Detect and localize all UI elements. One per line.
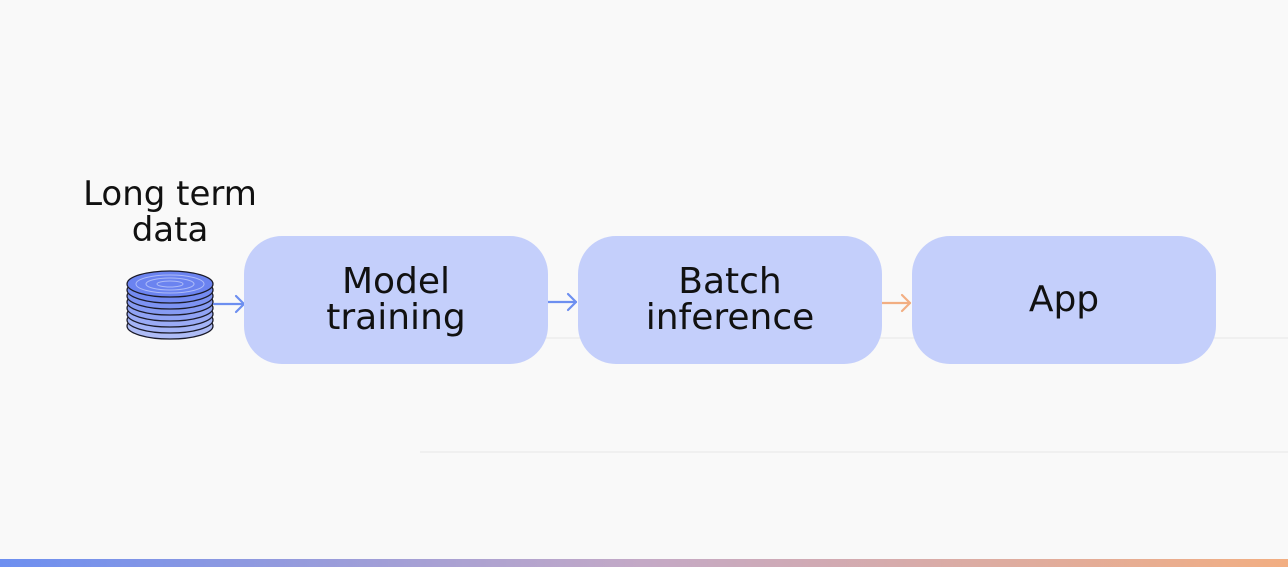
edge-arrow-batch-inference-to-app <box>880 293 912 313</box>
node-app[interactable]: App <box>912 236 1216 364</box>
edge-arrow-source-to-model-training <box>212 294 246 314</box>
node-label: App <box>1028 279 1100 320</box>
edge-arrow-model-training-to-batch-inference <box>546 292 578 312</box>
bottom-gradient-bar <box>0 559 1288 567</box>
node-batch-inference[interactable]: Batch inference <box>578 236 882 364</box>
node-label: Model training <box>326 261 466 338</box>
node-label: Batch inference <box>645 261 815 338</box>
source-label: Long term data <box>83 174 257 250</box>
node-model-training[interactable]: Model training <box>244 236 548 364</box>
database-stack-icon <box>126 270 214 340</box>
